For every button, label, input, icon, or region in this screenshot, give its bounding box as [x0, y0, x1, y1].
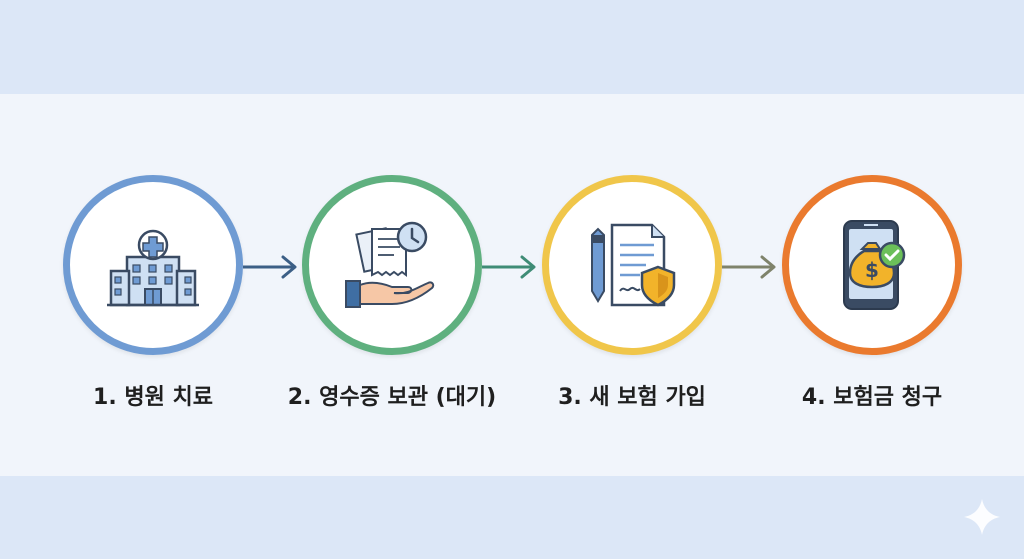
- bottom-band: [0, 476, 1024, 559]
- arrow-1-to-2: [243, 255, 297, 279]
- phone-moneybag-icon: $: [843, 220, 906, 310]
- step-2-circle: [302, 175, 482, 355]
- contract-shield-icon: [591, 223, 676, 307]
- top-band: [0, 0, 1024, 94]
- sparkle-icon: [964, 499, 1000, 535]
- arrow-2-to-3: [482, 255, 536, 279]
- step-4-circle: $: [782, 175, 962, 355]
- step-1-circle: [63, 175, 243, 355]
- receipt-hand-clock-icon: [345, 221, 435, 308]
- step-2-label: 2. 영수증 보관 (대기): [287, 385, 497, 410]
- hospital-icon: [107, 229, 199, 307]
- step-3-circle: [542, 175, 722, 355]
- step-1-label: 1. 병원 치료: [93, 385, 213, 410]
- step-3-label: 3. 새 보험 가입: [558, 385, 706, 410]
- step-4-label: 4. 보험금 청구: [801, 385, 943, 410]
- svg-text:$: $: [865, 258, 879, 282]
- arrow-3-to-4: [722, 255, 776, 279]
